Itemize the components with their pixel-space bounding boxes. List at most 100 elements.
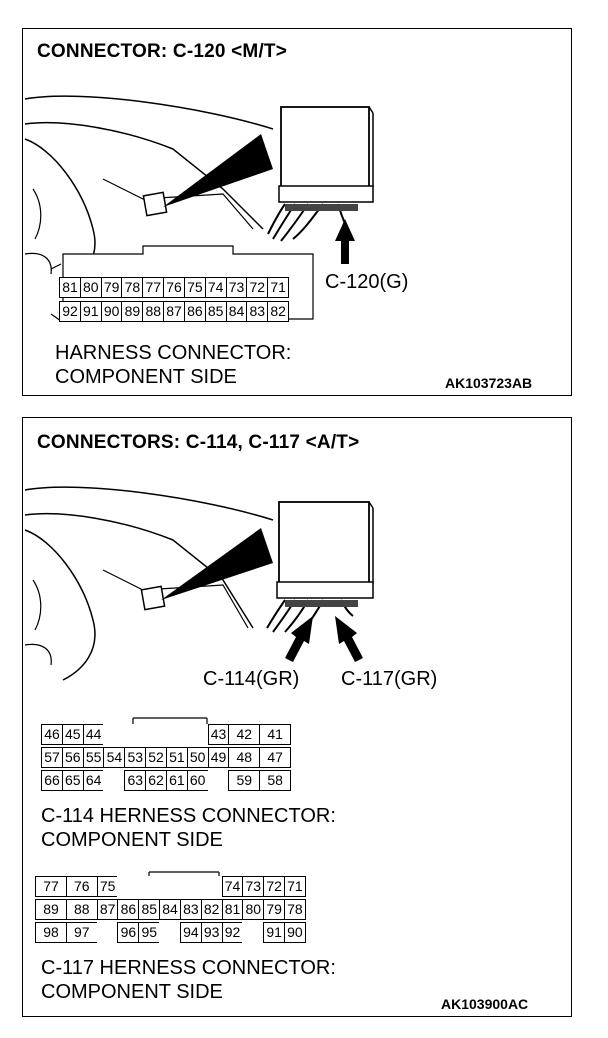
pin-empty — [138, 876, 161, 897]
pin: 86 — [183, 301, 206, 322]
pin: 52 — [145, 747, 168, 768]
pin-empty — [145, 724, 168, 745]
pin: 81 — [221, 899, 244, 920]
c120-pin-row-top: 81 80 79 78 77 76 75 74 73 72 71 — [59, 277, 290, 298]
pin: 64 — [82, 770, 105, 791]
pin-empty — [165, 724, 188, 745]
pin-empty — [200, 876, 223, 897]
pin: 59 — [228, 770, 261, 791]
pin: 74 — [221, 876, 244, 897]
pin-empty — [207, 770, 230, 791]
pin-empty — [117, 876, 140, 897]
caption-line: COMPONENT SIDE — [41, 829, 223, 851]
pin: 73 — [242, 876, 265, 897]
pin: 75 — [183, 277, 206, 298]
pin: 98 — [35, 922, 67, 943]
pin: 92 — [221, 922, 244, 943]
pin: 57 — [41, 747, 63, 768]
dashboard-illustration — [24, 95, 374, 322]
pin: 87 — [163, 301, 186, 322]
pin: 71 — [283, 876, 306, 897]
pin: 88 — [142, 301, 165, 322]
pin: 85 — [138, 899, 161, 920]
panel-title: CONNECTORS: C-114, C-117 <A/T> — [37, 432, 360, 453]
connector-c120-panel: CONNECTOR: C-120 <M/T> 81 80 79 78 77 76… — [22, 28, 572, 396]
pin: 41 — [259, 724, 292, 745]
pin: 79 — [100, 277, 123, 298]
pin-empty — [179, 876, 202, 897]
panel-title: CONNECTOR: C-120 <M/T> — [37, 41, 288, 62]
caption-line: C-117 HERNESS CONNECTOR: — [41, 957, 336, 979]
harness-caption: HARNESS CONNECTOR: COMPONENT SIDE — [55, 341, 291, 389]
pin: 95 — [138, 922, 161, 943]
caption-line: COMPONENT SIDE — [55, 366, 237, 388]
pin: 86 — [117, 899, 140, 920]
connector-c114-c117-panel: CONNECTORS: C-114, C-117 <A/T> C-114(GR)… — [22, 417, 572, 1017]
pin: 83 — [246, 301, 269, 322]
connector-callout: C-120(G) — [325, 271, 409, 293]
pin: 90 — [100, 301, 123, 322]
pin: 71 — [267, 277, 290, 298]
reference-code: AK103900AC — [441, 996, 529, 1012]
c117-pin-row-1: 77 76 75 74 73 72 71 — [35, 876, 306, 897]
pin: 82 — [200, 899, 223, 920]
pin-empty — [242, 922, 265, 943]
pin: 73 — [225, 277, 248, 298]
pin-empty — [124, 724, 147, 745]
pin-empty — [186, 724, 209, 745]
c117-pin-row-2: 89 88 87 86 85 84 83 82 81 80 79 78 — [35, 899, 306, 920]
pin: 81 — [59, 277, 81, 298]
c117-pin-row-3: 98 97 96 95 94 93 92 91 90 — [35, 922, 306, 943]
pin: 94 — [179, 922, 202, 943]
pin: 80 — [242, 899, 265, 920]
pin: 79 — [263, 899, 286, 920]
pin-empty — [96, 922, 119, 943]
pin: 93 — [200, 922, 223, 943]
pin: 78 — [121, 277, 144, 298]
pin: 85 — [204, 301, 227, 322]
pin: 77 — [35, 876, 67, 897]
pin: 78 — [283, 899, 306, 920]
pin: 92 — [59, 301, 81, 322]
pin: 77 — [142, 277, 165, 298]
pin: 91 — [263, 922, 286, 943]
c114-pin-row-2: 57 56 55 54 53 52 51 50 49 48 47 — [41, 747, 292, 768]
c120-pin-row-bottom: 92 91 90 89 88 87 86 85 84 83 82 — [59, 301, 290, 322]
c114-pin-row-1: 46 45 44 43 42 41 — [41, 724, 292, 745]
pin: 84 — [159, 899, 182, 920]
pin: 89 — [121, 301, 144, 322]
pin: 76 — [65, 876, 98, 897]
pin: 91 — [79, 301, 102, 322]
c114-caption: C-114 HERNESS CONNECTOR: COMPONENT SIDE — [41, 804, 336, 852]
connector-callout-c117: C-117(GR) — [341, 668, 438, 690]
pin: 87 — [96, 899, 119, 920]
pin-empty — [103, 770, 126, 791]
pin-empty — [103, 724, 126, 745]
caption-line: HARNESS CONNECTOR: — [55, 342, 292, 364]
pin: 97 — [65, 922, 98, 943]
pin-empty — [159, 922, 182, 943]
c117-caption: C-117 HERNESS CONNECTOR: COMPONENT SIDE — [41, 956, 336, 1004]
pin: 88 — [65, 899, 98, 920]
pin: 43 — [207, 724, 230, 745]
reference-code: AK103723AB — [445, 375, 533, 391]
pin: 44 — [82, 724, 105, 745]
pin-empty — [159, 876, 182, 897]
pin: 74 — [204, 277, 227, 298]
pin: 45 — [61, 724, 84, 745]
pin: 47 — [259, 747, 292, 768]
pin: 89 — [35, 899, 67, 920]
dashboard-illustration — [24, 486, 374, 681]
pin: 83 — [179, 899, 202, 920]
pin: 90 — [283, 922, 306, 943]
connector-callout-c114: C-114(GR) — [203, 668, 300, 690]
pin: 84 — [225, 301, 248, 322]
c114-pin-row-3: 66 65 64 63 62 61 60 59 58 — [41, 770, 292, 791]
pin: 65 — [61, 770, 84, 791]
pin: 72 — [263, 876, 286, 897]
pin: 56 — [61, 747, 84, 768]
pin: 96 — [117, 922, 140, 943]
pin: 76 — [163, 277, 186, 298]
pin: 75 — [96, 876, 119, 897]
pin: 80 — [79, 277, 102, 298]
